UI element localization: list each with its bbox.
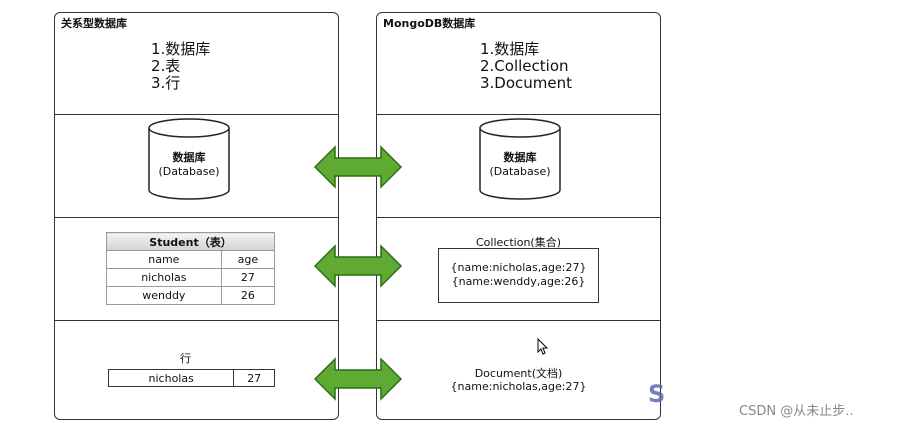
mongodb-headings: 1.数据库 2.Collection 3.Document [480,41,572,92]
mongodb-panel-title: MongoDB数据库 [383,17,476,30]
heading-item: 3.行 [151,74,181,92]
collection-doc: {name:nicholas,age:27} [450,261,587,274]
relational-db-panel: 关系型数据库 1.数据库 2.表 3.行 数据库 (Database) Stud… [54,12,339,420]
document-title: Document(文档) [474,367,563,380]
document-content: {name:nicholas,age:27} [450,380,587,393]
heading-item: 3.Document [480,74,573,92]
table-row: wenddy 26 [106,286,276,305]
heading-item: 2.Collection [480,57,569,75]
table-caption: Student（表） [106,232,275,251]
relational-headings: 1.数据库 2.表 3.行 [151,41,210,92]
double-arrow-icon [313,145,403,189]
row-label: 行 [180,352,191,365]
collection-box: {name:nicholas,age:27} {name:wenddy,age:… [438,248,599,303]
cylinder-icon [148,118,230,200]
database-name: 数据库 [503,151,537,164]
table-cell: 27 [233,369,275,387]
double-arrow-icon [313,357,403,401]
column-header: age [220,250,276,269]
mouse-cursor-icon [537,338,549,355]
document-block: Document(文档) {name:nicholas,age:27} [377,367,660,393]
mongodb-panel: MongoDB数据库 1.数据库 2.Collection 3.Document… [376,12,661,420]
table-cell: nicholas [107,369,235,387]
table-cell: 27 [220,268,276,287]
section-divider [55,217,338,218]
table-header-row: name age [106,250,276,269]
section-divider [377,320,660,321]
table-cell: nicholas [106,268,222,287]
cylinder-icon [479,118,561,200]
table-row: nicholas 27 [107,369,275,387]
section-divider [377,114,660,115]
heading-item: 1.数据库 [151,40,211,58]
database-label: 数据库 (Database) [478,151,562,179]
collection-title: Collection(集合) [476,236,561,249]
database-label: 数据库 (Database) [147,151,231,179]
section-divider [55,320,338,321]
student-table: Student（表） name age nicholas 27 wenddy 2… [106,232,276,305]
section-divider [377,217,660,218]
database-sub: (Database) [158,165,220,178]
table-cell: 26 [220,286,276,305]
section-divider [55,114,338,115]
database-sub: (Database) [489,165,551,178]
database-name: 数据库 [172,151,206,164]
s-logo: S [648,380,666,408]
table-row: nicholas 27 [106,268,276,287]
relational-panel-title: 关系型数据库 [61,17,127,30]
collection-doc: {name:wenddy,age:26} [451,275,586,288]
double-arrow-icon [313,244,403,288]
table-cell: wenddy [106,286,222,305]
heading-item: 2.表 [151,57,181,75]
heading-item: 1.数据库 [480,40,540,58]
row-table: nicholas 27 [107,369,275,387]
column-header: name [106,250,222,269]
csdn-watermark: CSDN @从未止步.. [739,404,854,419]
